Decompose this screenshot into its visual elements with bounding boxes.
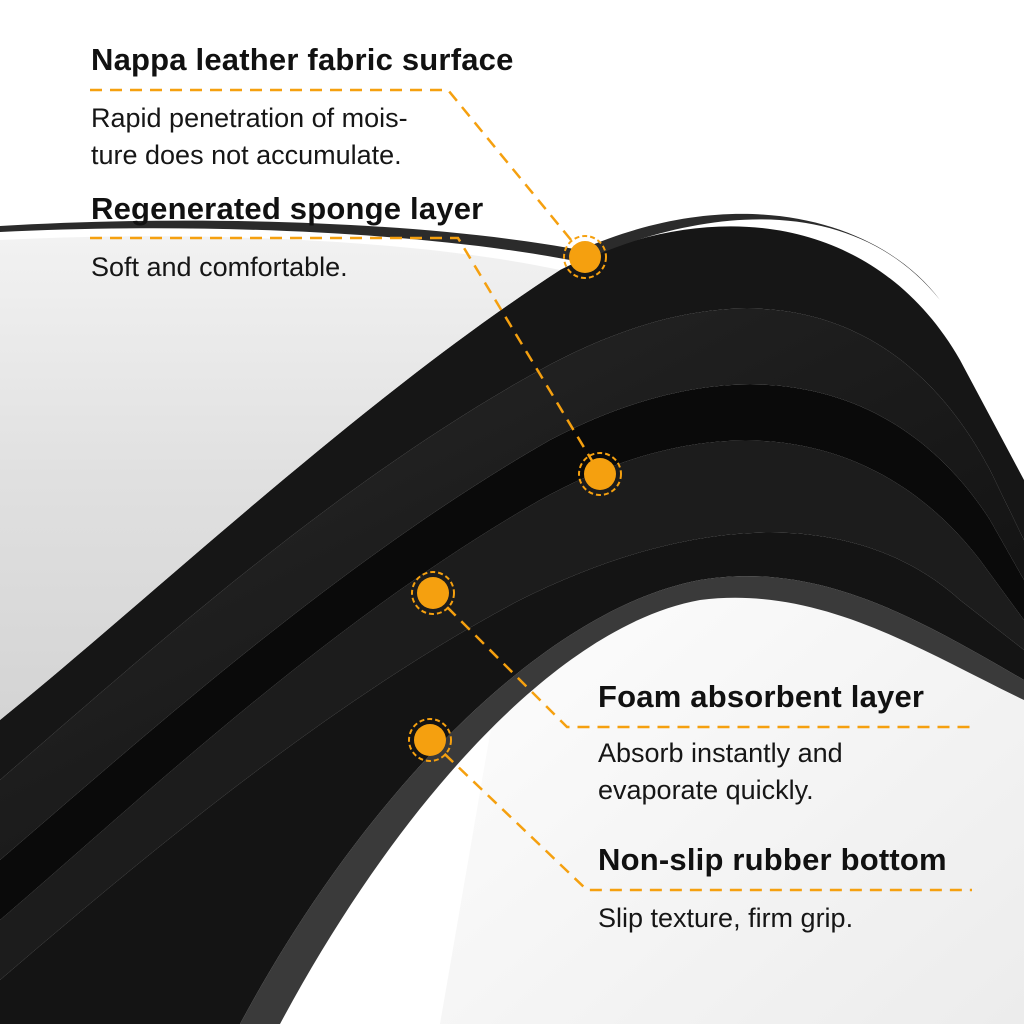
callout-desc-sponge: Soft and comfortable.: [91, 252, 348, 282]
leader-line-leather: [90, 88, 586, 258]
foam-absorbent-layer: [0, 440, 1024, 980]
leather-surface-marker: [563, 235, 607, 279]
sponge-layer-marker: [578, 452, 622, 496]
regenerated-sponge-layer: [0, 308, 1024, 860]
callout-desc-foam-line1: Absorb instantly and: [598, 738, 843, 768]
white-top-face: [0, 236, 560, 720]
foam-layer-marker: [411, 571, 455, 615]
leather-surface-layer: [0, 226, 1024, 780]
callout-title-rubber: Non-slip rubber bottom: [598, 842, 947, 877]
leader-line-sponge: [90, 236, 602, 475]
rubber-bottom-marker: [408, 718, 452, 762]
callout-title-foam: Foam absorbent layer: [598, 679, 925, 714]
callout-title-sponge: Regenerated sponge layer: [91, 191, 484, 226]
rubber-bottom-layer: [0, 532, 1024, 1024]
callout-desc-foam-line2: evaporate quickly.: [598, 775, 814, 805]
leader-line-foam: [432, 592, 972, 729]
callout-desc-leather-line2: ture does not accumulate.: [91, 140, 402, 170]
callout-title-leather: Nappa leather fabric surface: [91, 42, 514, 77]
callout-desc-leather-line1: Rapid penetration of mois-: [91, 103, 408, 133]
callout-desc-rubber: Slip texture, firm grip.: [598, 903, 854, 933]
